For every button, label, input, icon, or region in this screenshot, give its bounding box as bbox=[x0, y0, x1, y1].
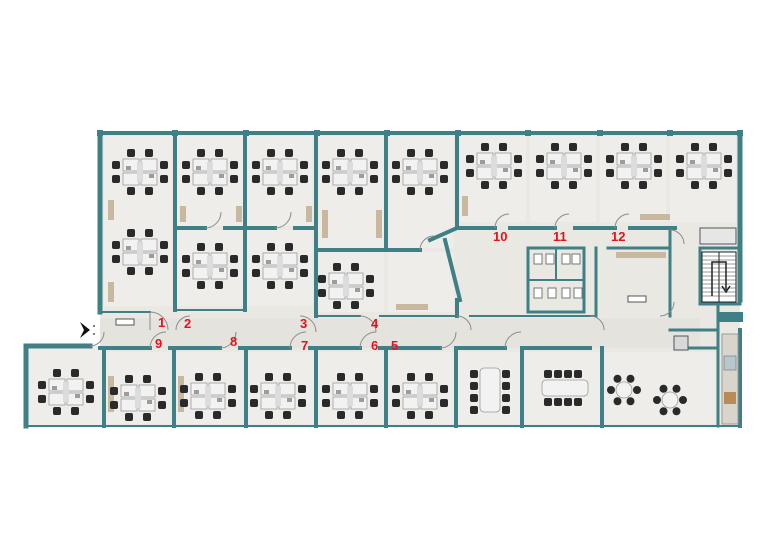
door-swings bbox=[89, 211, 685, 349]
room-number-9: 9 bbox=[155, 336, 162, 351]
room-number-3: 3 bbox=[300, 316, 307, 331]
desk-cluster-icon bbox=[252, 243, 308, 289]
corridor-fixtures bbox=[115, 227, 737, 351]
kitchen-counter bbox=[721, 333, 739, 425]
desk-cluster-icon bbox=[322, 373, 378, 419]
desk-cluster-icon bbox=[38, 369, 94, 415]
desk-cluster-icon bbox=[322, 149, 378, 195]
room-number-10: 10 bbox=[493, 229, 507, 244]
partition-panels bbox=[108, 196, 670, 412]
desk-cluster-icon bbox=[536, 143, 592, 189]
room-number-labels: 1 2 3 4 5 6 7 8 9 10 11 12 bbox=[155, 229, 625, 353]
desk-cluster-icon bbox=[182, 149, 238, 195]
room-number-6: 6 bbox=[371, 338, 378, 353]
conference-table-icon bbox=[541, 370, 589, 406]
staircase-icon bbox=[701, 251, 737, 303]
room-number-5: 5 bbox=[391, 338, 398, 353]
room-number-4: 4 bbox=[371, 316, 379, 331]
desk-cluster-icon bbox=[392, 373, 448, 419]
restroom-icon bbox=[533, 253, 583, 299]
room-number-11: 11 bbox=[553, 229, 567, 244]
desk-cluster-icon bbox=[392, 149, 448, 195]
desk-cluster-icon bbox=[182, 243, 238, 289]
conference-table-icon bbox=[470, 367, 510, 414]
room-number-12: 12 bbox=[611, 229, 625, 244]
desk-cluster-icon bbox=[606, 143, 662, 189]
entrance-arrow-icon bbox=[80, 322, 95, 338]
desk-cluster-icon bbox=[112, 149, 168, 195]
round-table-icon bbox=[607, 374, 641, 406]
desk-cluster-icon bbox=[110, 375, 166, 421]
room-number-2: 2 bbox=[184, 316, 191, 331]
room-number-1: 1 bbox=[158, 315, 165, 330]
desk-cluster-icon bbox=[180, 373, 236, 419]
room-number-8: 8 bbox=[230, 334, 237, 349]
round-table-icon bbox=[653, 384, 687, 416]
window-posts bbox=[97, 130, 743, 322]
desk-cluster-icon bbox=[252, 149, 308, 195]
desk-cluster-icon bbox=[466, 143, 522, 189]
desk-cluster-icon bbox=[112, 229, 168, 275]
walls bbox=[23, 130, 743, 429]
desk-cluster-icon bbox=[676, 143, 732, 189]
room-number-7: 7 bbox=[301, 338, 308, 353]
furniture-layer bbox=[38, 143, 732, 421]
desk-cluster-icon bbox=[250, 373, 306, 419]
desk-cluster-icon bbox=[318, 263, 374, 309]
